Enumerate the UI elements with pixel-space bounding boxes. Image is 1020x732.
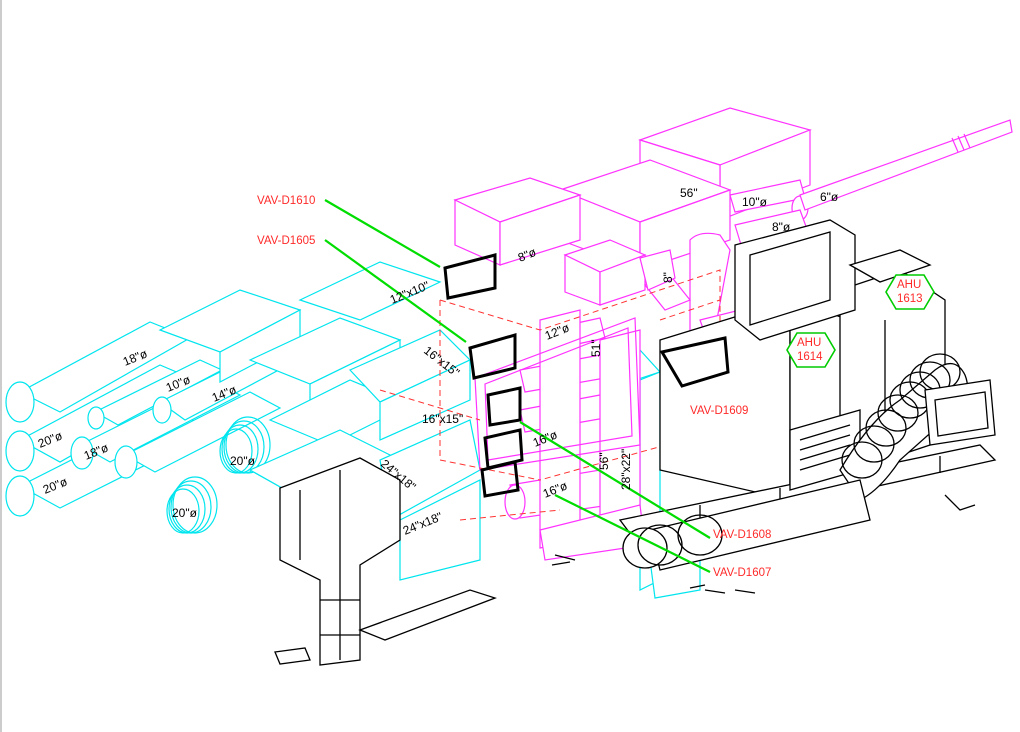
tag-vav-d1609: VAV-D1609 <box>690 405 748 417</box>
ahu-1613-tag: AHU 1613 <box>885 274 935 310</box>
mag-fitting <box>639 249 676 291</box>
ahu-1613-line1: AHU <box>897 279 921 291</box>
size-label: 6"ø <box>820 190 839 204</box>
ahu-1614-tag: AHU 1614 <box>786 332 836 368</box>
size-label: 20"ø <box>230 454 256 468</box>
mag-coupling <box>951 133 971 153</box>
duct-box <box>298 261 442 321</box>
size-label: 10"ø <box>742 195 768 209</box>
grille <box>274 647 311 665</box>
vav-callouts: VAV-D1610 VAV-D1605 VAV-D1609 VAV-D1608 … <box>257 195 771 579</box>
duct-end <box>114 445 138 479</box>
size-label: 28"x22" <box>619 449 633 490</box>
return-box <box>924 379 996 446</box>
hidden-lines <box>379 269 721 521</box>
leader-vav-d1610 <box>324 199 441 268</box>
mag-box-side <box>599 254 646 306</box>
size-label: 8"ø <box>772 220 791 234</box>
leader-lines <box>324 199 711 573</box>
leader-vav-d1605 <box>324 239 467 343</box>
size-label: 20"ø <box>172 506 198 520</box>
duct-end <box>87 406 105 430</box>
vav-box <box>483 428 524 470</box>
mag-box-side <box>499 194 581 266</box>
leader-vav-d1607 <box>554 494 711 573</box>
duct-end <box>70 436 94 470</box>
round-duct-20c <box>123 391 282 473</box>
tag-vav-d1607: VAV-D1607 <box>713 567 771 579</box>
ahu-1614-line2: 1614 <box>797 351 823 363</box>
duct-end <box>5 475 35 517</box>
vav-d1605-box <box>468 333 517 380</box>
mag-duct-end <box>504 484 526 520</box>
vav-box <box>480 460 520 498</box>
vav-d1609-box <box>659 336 730 388</box>
vav-box <box>486 386 522 427</box>
size-label: 8"ø <box>516 245 539 265</box>
size-label: 51" <box>589 339 603 357</box>
ahu-top-box <box>734 219 856 341</box>
flex-duct-20c <box>219 416 271 474</box>
ahu-top-hood <box>848 249 932 283</box>
leader-vav-d1608 <box>519 421 711 539</box>
mag-plenum-inner <box>484 327 633 461</box>
size-label: 56" <box>597 452 611 470</box>
duct-end <box>5 430 35 472</box>
duct-end <box>622 527 668 569</box>
size-label: 56" <box>680 186 698 200</box>
tag-vav-d1608: VAV-D1608 <box>713 529 771 541</box>
flex-duct-20d <box>166 476 218 534</box>
duct-end <box>5 381 35 423</box>
duct-box <box>399 479 481 581</box>
ahu-1614-line1: AHU <box>797 337 821 349</box>
size-label: 8" <box>661 272 675 283</box>
size-label: 16"x15" <box>422 412 463 426</box>
mag-plenum-frame <box>474 317 641 471</box>
tag-vav-d1610: VAV-D1610 <box>257 195 315 207</box>
tag-vav-d1605: VAV-D1605 <box>257 235 315 247</box>
vav-d1610-box <box>443 253 497 300</box>
ahu-1613-line2: 1613 <box>897 293 923 305</box>
mag-long-duct-6 <box>799 119 1013 211</box>
duct-end <box>152 396 172 424</box>
black-branch <box>358 589 497 641</box>
